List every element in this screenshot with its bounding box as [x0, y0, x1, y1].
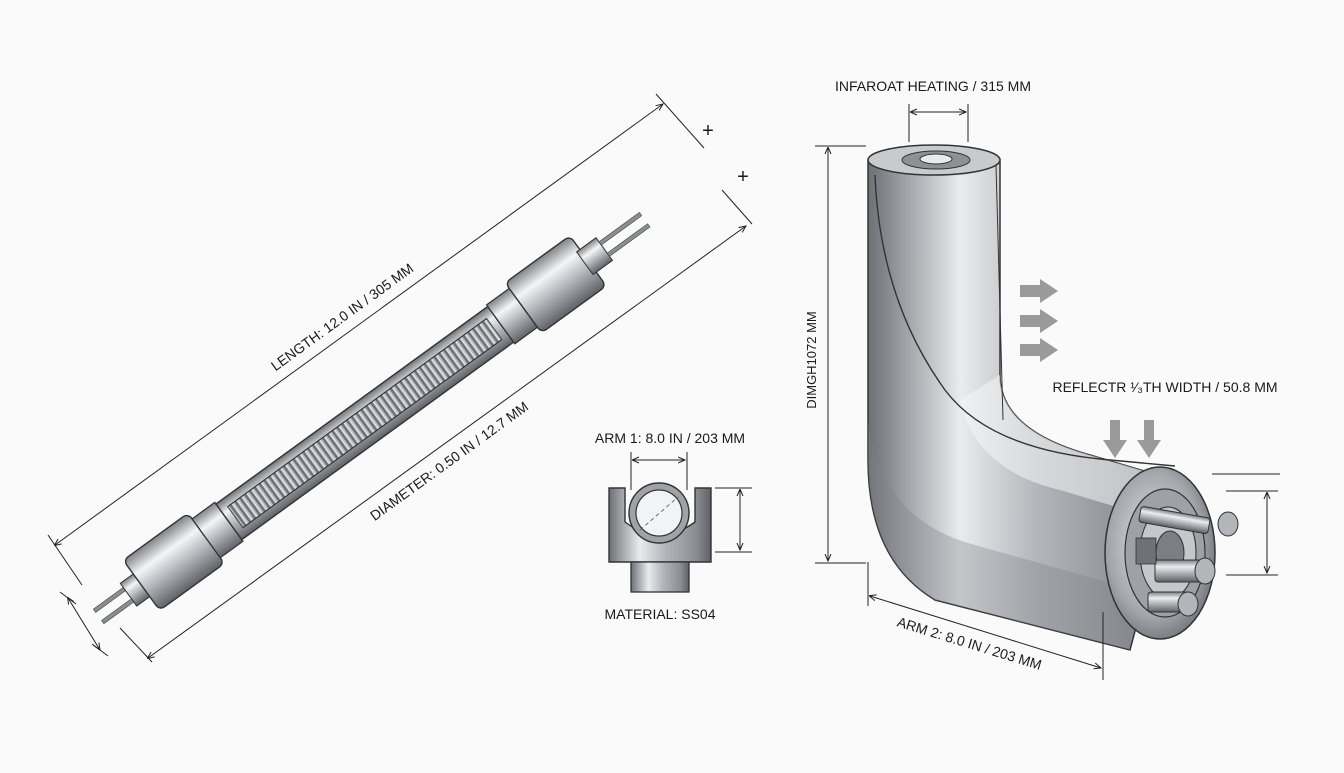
downward-arrows	[1103, 420, 1161, 458]
height-label: DIMGH1072 MM	[804, 311, 819, 409]
terminal-pins-right	[575, 211, 651, 276]
arm1-label: ARM 1: 8.0 IN / 203 MM	[595, 430, 745, 446]
bent-heater: INFAROAT HEATING / 315 MM	[804, 78, 1280, 680]
radiation-arrows	[1020, 279, 1058, 362]
mount-stem	[630, 561, 690, 593]
length-label: LENGTH: 12.0 IN / 305 MM	[268, 260, 417, 374]
terminal-plus-symbol-1: +	[702, 120, 714, 142]
terminal-end-face	[1104, 466, 1239, 640]
heating-coil	[226, 317, 503, 529]
reflector-shell	[874, 174, 1176, 467]
end-dimension	[59, 591, 109, 657]
terminal-pins-left	[92, 569, 156, 625]
material-label: MATERIAL: SS04	[604, 606, 715, 622]
diameter-dimension	[119, 189, 753, 663]
terminal-pins	[1135, 506, 1239, 617]
cross-section-view: ARM 1: 8.0 IN / 203 MM MATERIAL: SS04	[595, 430, 752, 622]
terminal-plus-symbol-2: +	[737, 166, 749, 188]
reflector-width-label: REFLECTR ¹⁄₃TH WIDTH / 50.8 MM	[1052, 379, 1277, 395]
top-heating-label: INFAROAT HEATING / 315 MM	[835, 78, 1031, 94]
